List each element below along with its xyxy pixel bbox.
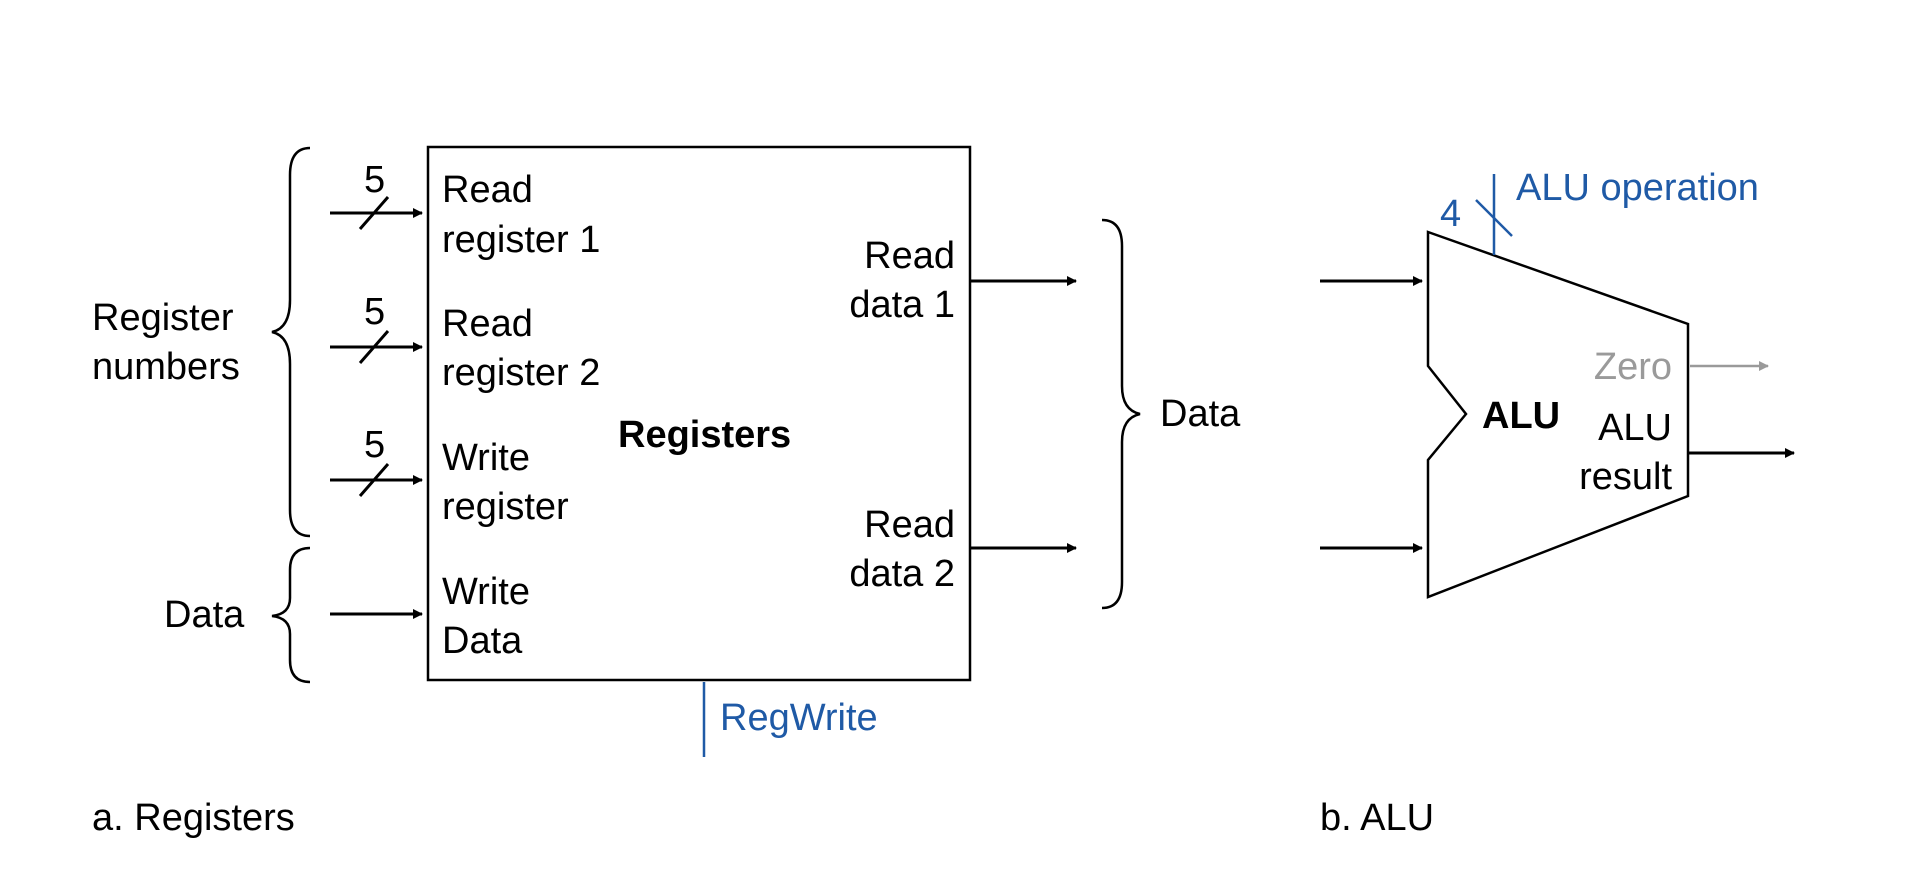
read-data-1-line2: data 1: [849, 284, 955, 326]
register-numbers-brace: [271, 146, 311, 538]
write-register-arrow: [330, 463, 423, 497]
read-register-2-line2: register 2: [442, 352, 600, 394]
read-register-2-arrow: [330, 330, 423, 364]
read-register-1-arrow: [330, 196, 423, 230]
alu-block-label: ALU: [1482, 395, 1560, 437]
register-file-box: [426, 145, 972, 682]
bus-width-label-3: 5: [364, 424, 385, 466]
write-data-line2: Data: [442, 620, 523, 662]
bus-width-label-1: 5: [364, 159, 385, 201]
data-out-brace: [1101, 218, 1141, 610]
data-out-label: Data: [1160, 393, 1241, 435]
alu-operation-label: ALU operation: [1516, 167, 1759, 209]
write-data-line1: Write: [442, 571, 530, 613]
registers-block-label: Registers: [618, 414, 791, 456]
alu-result-line2: result: [1579, 456, 1672, 498]
bus-width-label-2: 5: [364, 291, 385, 333]
alu-result-line1: ALU: [1598, 407, 1672, 449]
read-register-1-line1: Read: [442, 169, 533, 211]
alu-shape: [1426, 230, 1690, 599]
alu-operation-width: 4: [1440, 193, 1461, 235]
alu-caption: b. ALU: [1320, 797, 1434, 839]
register-numbers-line1: Register: [92, 297, 234, 339]
read-register-1-line2: register 1: [442, 219, 600, 261]
data-in-label: Data: [164, 594, 245, 636]
read-data-1-line1: Read: [864, 235, 955, 277]
read-register-2-line1: Read: [442, 303, 533, 345]
regwrite-label: RegWrite: [720, 697, 878, 739]
zero-label: Zero: [1594, 346, 1672, 388]
write-register-line1: Write: [442, 437, 530, 479]
read-data-2-line2: data 2: [849, 553, 955, 595]
register-numbers-line2: numbers: [92, 346, 240, 388]
registers-caption: a. Registers: [92, 797, 295, 839]
data-in-brace: [271, 546, 311, 684]
alu-operation-control: [1475, 174, 1513, 255]
write-register-line2: register: [442, 486, 569, 528]
read-data-2-line1: Read: [864, 504, 955, 546]
